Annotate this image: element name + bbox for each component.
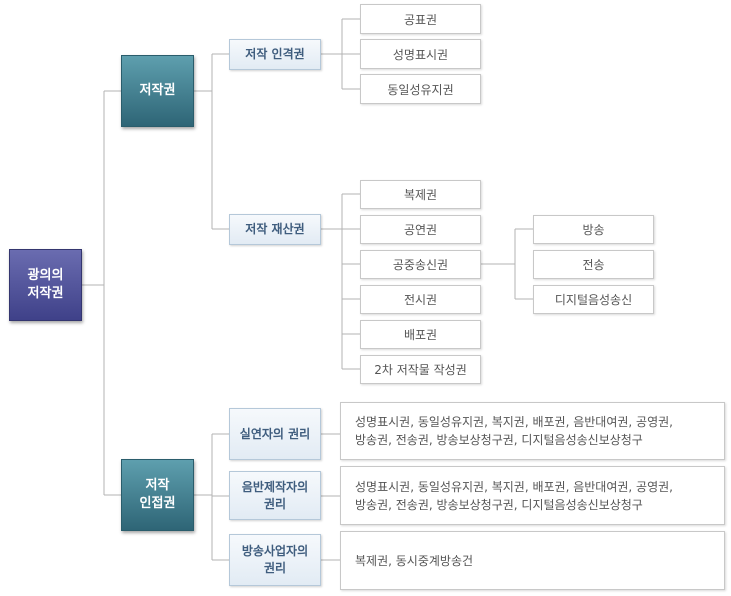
leaf-label: 공연권 <box>403 223 438 237</box>
leaf-digital-audio-transmission: 디지털음성송신 <box>533 285 654 314</box>
broadcaster-rights-label: 방송사업자의 권리 <box>241 544 309 575</box>
leaf-label: 디지털음성송신 <box>554 293 633 307</box>
leaf-label: 2차 저작물 작성권 <box>374 363 467 377</box>
leaf-label: 공표권 <box>403 12 438 27</box>
copyright-label: 저작권 <box>139 83 176 98</box>
leaf-label: 동일성유지권 <box>387 82 454 97</box>
root-node: 광의의 저작권 <box>9 249 82 321</box>
leaf-public-transmission-right: 공중송신권 <box>360 250 481 279</box>
leaf-performance-right: 공연권 <box>360 215 481 244</box>
rights-text: 성명표시권, 동일성유지권, 복지권, 배포권, 음반대여권, 공영권, 방송권… <box>355 479 673 512</box>
leaf-label: 방송 <box>582 223 605 237</box>
moral-rights-label: 저작 인격권 <box>245 47 305 61</box>
broadcaster-rights-node: 방송사업자의 권리 <box>229 534 321 586</box>
leaf-label: 배포권 <box>403 328 438 342</box>
rights-text: 성명표시권, 동일성유지권, 복지권, 배포권, 음반대여권, 공영권, 방송권… <box>355 415 673 447</box>
performer-rights-label: 실연자의 권리 <box>239 426 311 441</box>
property-rights-label: 저작 재산권 <box>245 222 305 236</box>
broadcaster-rights-list: 복제권, 동시중계방송건 <box>340 531 725 590</box>
leaf-label: 전송 <box>582 258 605 272</box>
leaf-disclosure-right: 공표권 <box>360 4 481 34</box>
leaf-derivative-work-right: 2차 저작물 작성권 <box>360 355 481 384</box>
leaf-attribution-right: 성명표시권 <box>360 39 481 69</box>
leaf-integrity-right: 동일성유지권 <box>360 74 481 104</box>
copyright-node: 저작권 <box>121 55 194 127</box>
leaf-exhibition-right: 전시권 <box>360 285 481 314</box>
producer-rights-label: 음반제작자의 권리 <box>241 479 309 511</box>
leaf-broadcast: 방송 <box>533 215 654 244</box>
leaf-reproduction-right: 복제권 <box>360 180 481 209</box>
performer-rights-node: 실연자의 권리 <box>229 408 321 460</box>
leaf-label: 공중송신권 <box>392 258 449 272</box>
leaf-label: 전시권 <box>403 293 438 307</box>
leaf-distribution-right: 배포권 <box>360 320 481 349</box>
neighboring-rights-label: 저작 인접권 <box>139 478 176 511</box>
property-rights-node: 저작 재산권 <box>229 214 321 245</box>
leaf-label: 성명표시권 <box>392 47 449 62</box>
rights-text: 복제권, 동시중계방송건 <box>355 553 474 568</box>
producer-rights-node: 음반제작자의 권리 <box>229 471 321 520</box>
producer-rights-list: 성명표시권, 동일성유지권, 복지권, 배포권, 음반대여권, 공영권, 방송권… <box>340 466 725 525</box>
performer-rights-list: 성명표시권, 동일성유지권, 복지권, 배포권, 음반대여권, 공영권, 방송권… <box>340 402 725 460</box>
moral-rights-node: 저작 인격권 <box>229 39 321 70</box>
root-label: 광의의 저작권 <box>27 268 64 301</box>
leaf-transmission: 전송 <box>533 250 654 279</box>
leaf-label: 복제권 <box>403 188 438 202</box>
neighboring-rights-node: 저작 인접권 <box>121 459 194 531</box>
